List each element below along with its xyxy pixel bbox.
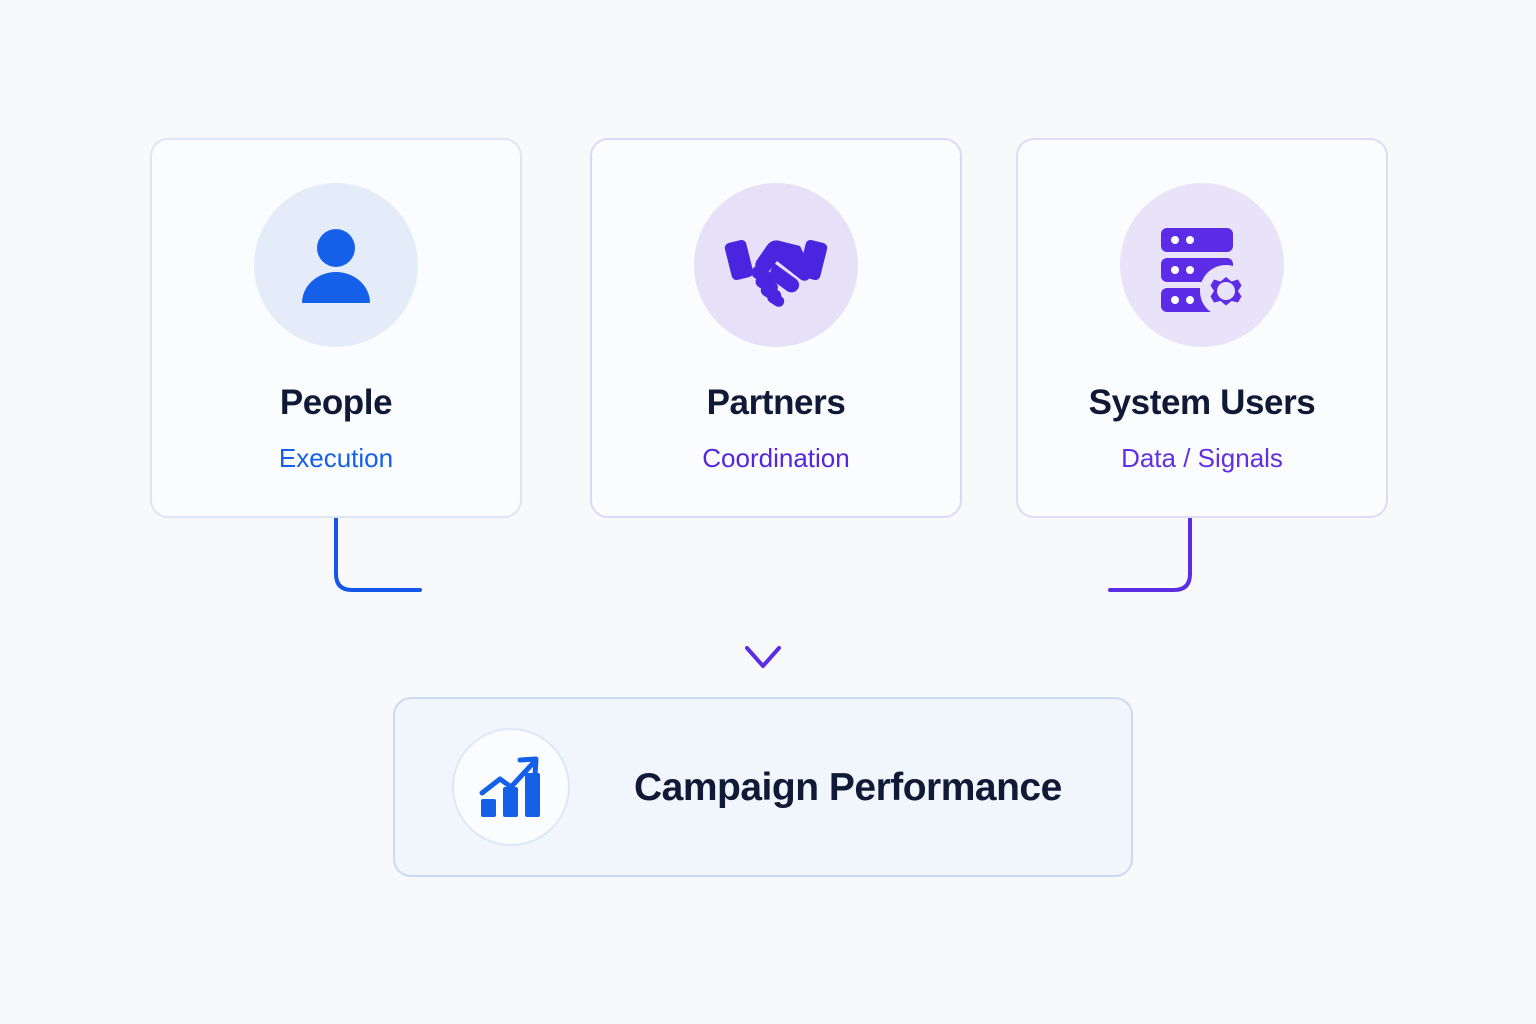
- source-card-title: System Users: [1088, 383, 1316, 422]
- outcome-card-campaign-performance[interactable]: Campaign Performance: [393, 697, 1133, 877]
- bar-chart-trend-up-icon-badge: [452, 728, 570, 846]
- connector-system-users: [1108, 516, 1192, 592]
- handshake-icon: [724, 239, 828, 307]
- source-card-system-users[interactable]: System Users Data / Signals: [1016, 138, 1388, 518]
- arrow-head-icon: [745, 646, 781, 668]
- person-icon: [302, 229, 370, 303]
- source-card-subtitle: Execution: [278, 443, 394, 473]
- handshake-icon-badge: [694, 183, 858, 347]
- source-card-people[interactable]: People Execution: [150, 138, 522, 518]
- bar-chart-trend-up-icon: [479, 756, 540, 817]
- source-card-subtitle: Coordination: [702, 443, 850, 473]
- server-gear-icon-badge: [1120, 183, 1284, 347]
- server-gear-icon: [1161, 228, 1252, 315]
- source-card-subtitle: Data / Signals: [1121, 443, 1283, 473]
- source-card-partners[interactable]: Partners Coordination: [590, 138, 962, 518]
- person-icon-badge: [254, 183, 418, 347]
- outcome-title: Campaign Performance: [634, 765, 1062, 809]
- connector-people: [334, 516, 422, 592]
- source-card-title: People: [279, 383, 393, 422]
- source-card-title: Partners: [706, 383, 846, 422]
